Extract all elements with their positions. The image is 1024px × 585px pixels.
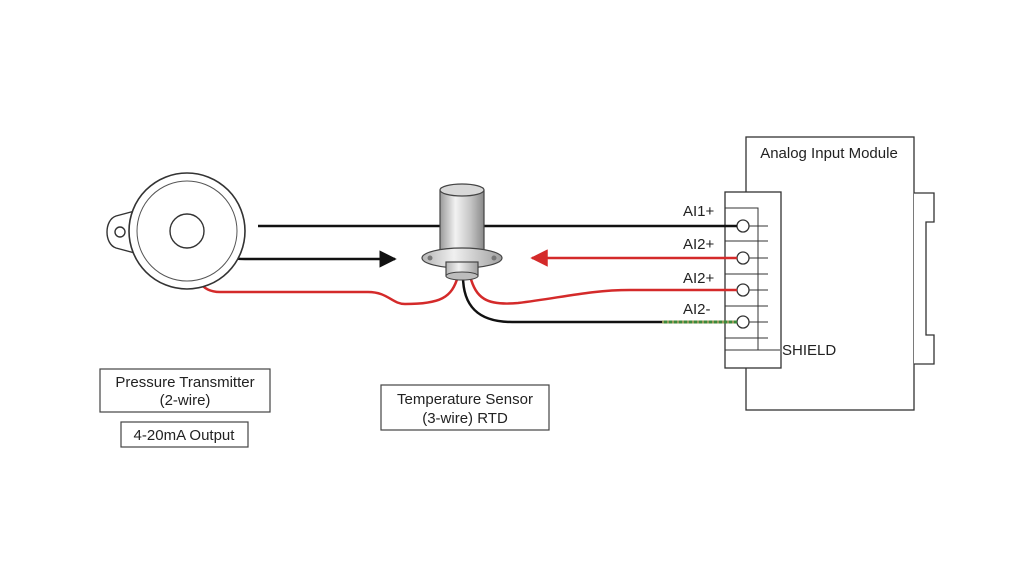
- module-side-rail: [914, 192, 935, 365]
- temperature-sensor: [421, 183, 503, 281]
- terminal-label-ai2-minus: AI2-: [683, 301, 711, 318]
- flange-bolt: [427, 255, 433, 261]
- sensor-cylinder: [439, 189, 485, 255]
- transmitter-mount-hole: [114, 226, 126, 238]
- temperature-sensor-label-box: Temperature Sensor (3-wire) RTD: [380, 384, 550, 431]
- terminal-screw-ai2-plus[interactable]: [736, 251, 750, 265]
- output-label: 4-20mA Output: [134, 427, 236, 444]
- shield-label: SHIELD: [782, 342, 836, 359]
- pressure-transmitter: [106, 172, 246, 290]
- shield-bracket: [757, 338, 780, 351]
- sensor-neck-bottom: [445, 271, 479, 281]
- terminal-screw-ai2-plus-second[interactable]: [736, 283, 750, 297]
- output-label-box: [120, 421, 249, 448]
- wire-red-ai2-second: [468, 275, 737, 305]
- wire-black-ai2-minus: [461, 275, 662, 324]
- flange-bolt: [491, 255, 497, 261]
- pressure-transmitter-name-line2: (2-wire): [160, 392, 211, 409]
- terminal-screw-ai2-minus[interactable]: [736, 315, 750, 329]
- terminal-label-ai1-plus: AI1+: [683, 203, 715, 220]
- module-title: Analog Input Module: [760, 145, 898, 162]
- analog-input-module: Analog Input Module SHIELD AI1+ AI2+ AI2…: [683, 136, 935, 411]
- pressure-transmitter-label-box: Pressure Transmitter (2-wire) 4-20mA Out…: [99, 368, 271, 448]
- pressure-transmitter-name-box: [99, 368, 271, 413]
- transmitter-inner-ring: [136, 180, 238, 282]
- temperature-sensor-name-line1: Temperature Sensor: [397, 391, 533, 408]
- terminal-block: [724, 191, 782, 369]
- terminal-block-inner: [724, 207, 759, 351]
- pressure-transmitter-name-line1: Pressure Transmitter: [115, 374, 254, 391]
- temperature-sensor-name-box: [380, 384, 550, 431]
- terminal-label-ai2-plus: AI2+: [683, 236, 715, 253]
- transmitter-port: [169, 213, 205, 249]
- sensor-cylinder-top: [439, 183, 485, 197]
- terminal-label-ai2-plus-second: AI2+: [683, 270, 715, 287]
- terminal-screw-ai1-plus[interactable]: [736, 219, 750, 233]
- temperature-sensor-name-line2: (3-wire) RTD: [422, 410, 508, 427]
